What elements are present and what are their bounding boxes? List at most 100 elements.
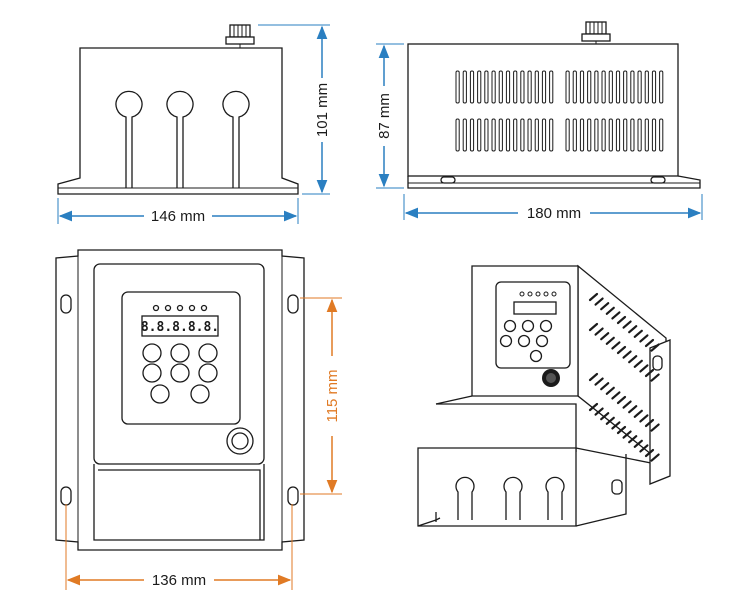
vent-slot xyxy=(455,70,460,104)
indicator-led xyxy=(176,304,184,312)
vent-slot xyxy=(455,118,460,152)
potentiometer-knob-icon[interactable] xyxy=(226,427,254,455)
vent-slot xyxy=(498,70,503,104)
vent-slot xyxy=(484,118,489,152)
dimension-label: 146 mm xyxy=(151,208,205,225)
vent-slot xyxy=(611,311,621,320)
front-view-housing xyxy=(57,47,299,195)
keypad-button[interactable] xyxy=(198,363,218,383)
vent-slot xyxy=(477,118,482,152)
vent-slot xyxy=(608,118,613,152)
vent-slot xyxy=(588,402,599,412)
vent-slot xyxy=(611,421,621,430)
dimension-label: 180 mm xyxy=(527,205,581,222)
vent-slot xyxy=(628,435,638,444)
vent-slot xyxy=(628,325,638,334)
vent-slots xyxy=(588,292,660,462)
vent-slot xyxy=(534,118,539,152)
vent-slot xyxy=(579,118,585,152)
vent-slot xyxy=(650,453,660,462)
vent-slot xyxy=(513,70,518,104)
vent-slot xyxy=(477,70,482,104)
vent-slot xyxy=(600,302,610,311)
vent-slot xyxy=(594,327,604,336)
iso-knob-icon xyxy=(542,369,560,387)
dimension-label: 136 mm xyxy=(152,572,206,589)
cable-slot xyxy=(503,476,523,520)
vent-slot xyxy=(650,373,660,382)
vent-slot xyxy=(628,355,638,364)
vent-slot xyxy=(513,118,518,152)
vent-slot xyxy=(588,322,599,332)
keypad-button[interactable] xyxy=(190,384,210,404)
vent-slot xyxy=(594,377,604,386)
vent-slot xyxy=(623,118,628,152)
keypad-button[interactable] xyxy=(142,343,162,363)
vent-slot xyxy=(650,343,660,352)
dimension-front-height: 101 mm xyxy=(258,24,331,195)
vent-slot xyxy=(639,364,649,373)
vent-slot xyxy=(608,70,613,104)
dimension-front-width: 146 mm xyxy=(57,198,299,225)
vent-slot xyxy=(505,70,511,104)
vent-slot xyxy=(639,414,649,423)
vent-slot xyxy=(639,444,649,453)
vent-slot xyxy=(637,70,642,104)
vent-slot xyxy=(633,409,643,418)
vent-slot xyxy=(565,70,570,104)
vent-slot xyxy=(601,70,606,104)
led-display-digits: 8.8.8.8.8. xyxy=(141,320,219,335)
cable-slot xyxy=(545,476,565,520)
vent-slot xyxy=(659,70,664,104)
keypad-button[interactable] xyxy=(170,363,190,383)
vent-slot xyxy=(644,118,649,152)
vent-slot xyxy=(633,329,643,338)
vent-slot xyxy=(630,118,635,152)
vent-slot xyxy=(572,70,577,104)
vent-slot xyxy=(601,118,606,152)
vent-slot xyxy=(623,70,628,104)
dimension-side-height: 87 mm xyxy=(376,43,404,189)
vent-slot xyxy=(616,345,627,355)
vent-slot xyxy=(644,448,655,458)
vent-slot xyxy=(605,416,615,425)
vent-slot xyxy=(651,118,657,152)
keypad-button[interactable] xyxy=(170,343,190,363)
vent-slot xyxy=(622,430,632,439)
vent-slot xyxy=(462,70,467,104)
vent-slot xyxy=(605,306,615,315)
vent-slot xyxy=(469,118,475,152)
vent-slot xyxy=(505,118,511,152)
keypad-button[interactable] xyxy=(142,363,162,383)
vent-slot xyxy=(659,118,664,152)
vent-slot xyxy=(527,70,532,104)
vent-slot xyxy=(605,336,615,345)
keypad-button[interactable] xyxy=(150,384,170,404)
dimension-label: 101 mm xyxy=(314,83,331,137)
vent-slot xyxy=(594,118,599,152)
indicator-led xyxy=(164,304,172,312)
cable-slot xyxy=(115,90,143,188)
knob-icon xyxy=(581,21,611,44)
vent-slot xyxy=(527,118,532,152)
vent-slot xyxy=(594,70,599,104)
vent-slot xyxy=(520,118,525,152)
vent-slot xyxy=(644,70,649,104)
vent-slot xyxy=(639,334,649,343)
keypad-button[interactable] xyxy=(198,343,218,363)
vent-slot xyxy=(520,70,525,104)
vent-slot xyxy=(541,70,547,104)
vent-slot xyxy=(549,70,554,104)
indicator-led xyxy=(152,304,160,312)
front-view xyxy=(57,24,299,195)
vent-slot xyxy=(622,400,632,409)
vent-slot xyxy=(587,118,592,152)
iso-keypad-panel xyxy=(495,281,571,369)
vent-slot xyxy=(600,412,610,421)
vent-slot xyxy=(491,118,496,152)
dimension-panel-width: 136 mm xyxy=(65,504,293,590)
vent-slot xyxy=(644,368,655,378)
vent-slot xyxy=(605,386,615,395)
